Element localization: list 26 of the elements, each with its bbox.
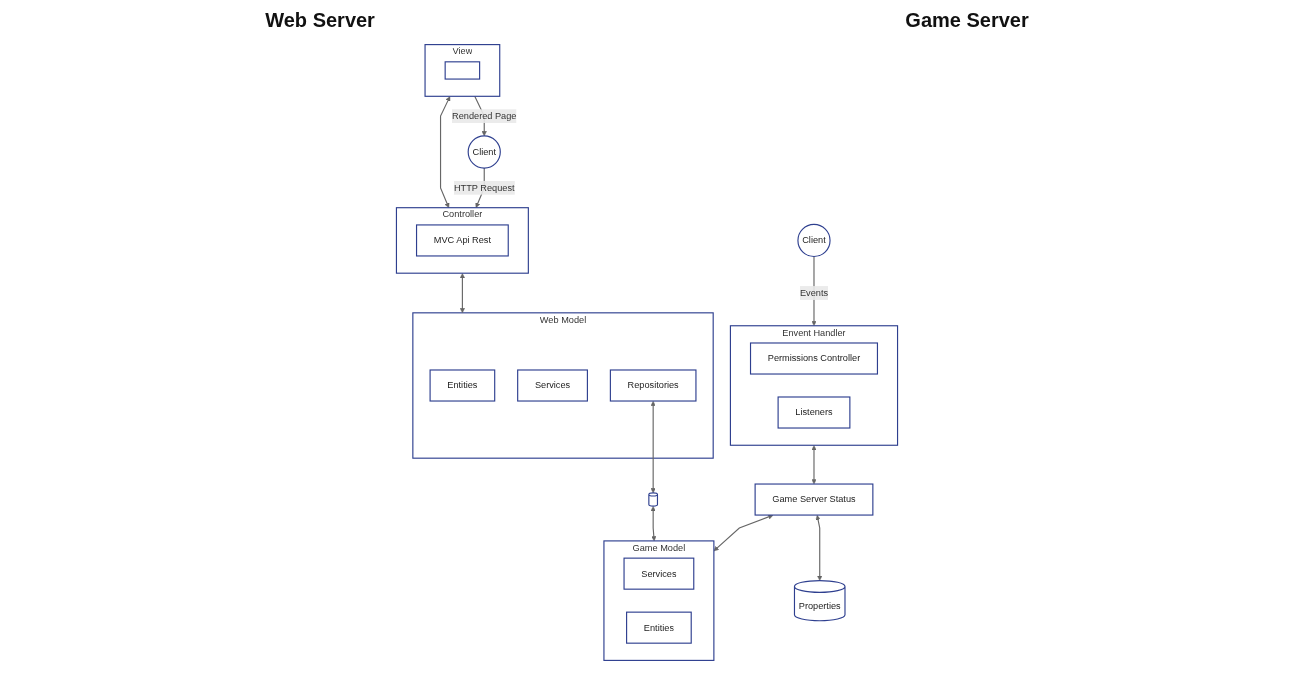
- node-box: Listeners: [777, 396, 851, 429]
- section-heading: Web Server: [265, 8, 375, 32]
- arrow: [713, 514, 774, 552]
- node-box: [444, 61, 481, 80]
- node-box: Entities: [429, 369, 496, 402]
- section-heading: Game Server: [905, 8, 1029, 32]
- node-circle: Client: [467, 135, 501, 169]
- edge-label: Rendered Page: [452, 110, 517, 121]
- edge-label: HTTP Request: [453, 182, 515, 193]
- arrow: [815, 515, 823, 581]
- cluster: View: [424, 44, 501, 97]
- arrow: [811, 445, 817, 485]
- node-box: Services: [517, 369, 588, 402]
- node-box: Services: [623, 557, 695, 590]
- node-box: Game Server Status: [754, 483, 874, 516]
- node-box: Repositories: [609, 369, 697, 402]
- node-cylinder: [648, 492, 659, 507]
- node-box: Permissions Controller: [749, 342, 879, 375]
- edge-label: Events: [799, 287, 829, 298]
- arrow: [439, 96, 451, 208]
- node-box: MVC Api Rest: [415, 224, 509, 257]
- node-circle: Client: [797, 223, 831, 258]
- arrow: [650, 506, 657, 542]
- arrow: [650, 401, 656, 494]
- node-box: Entities: [626, 611, 692, 644]
- arrow: [459, 273, 465, 314]
